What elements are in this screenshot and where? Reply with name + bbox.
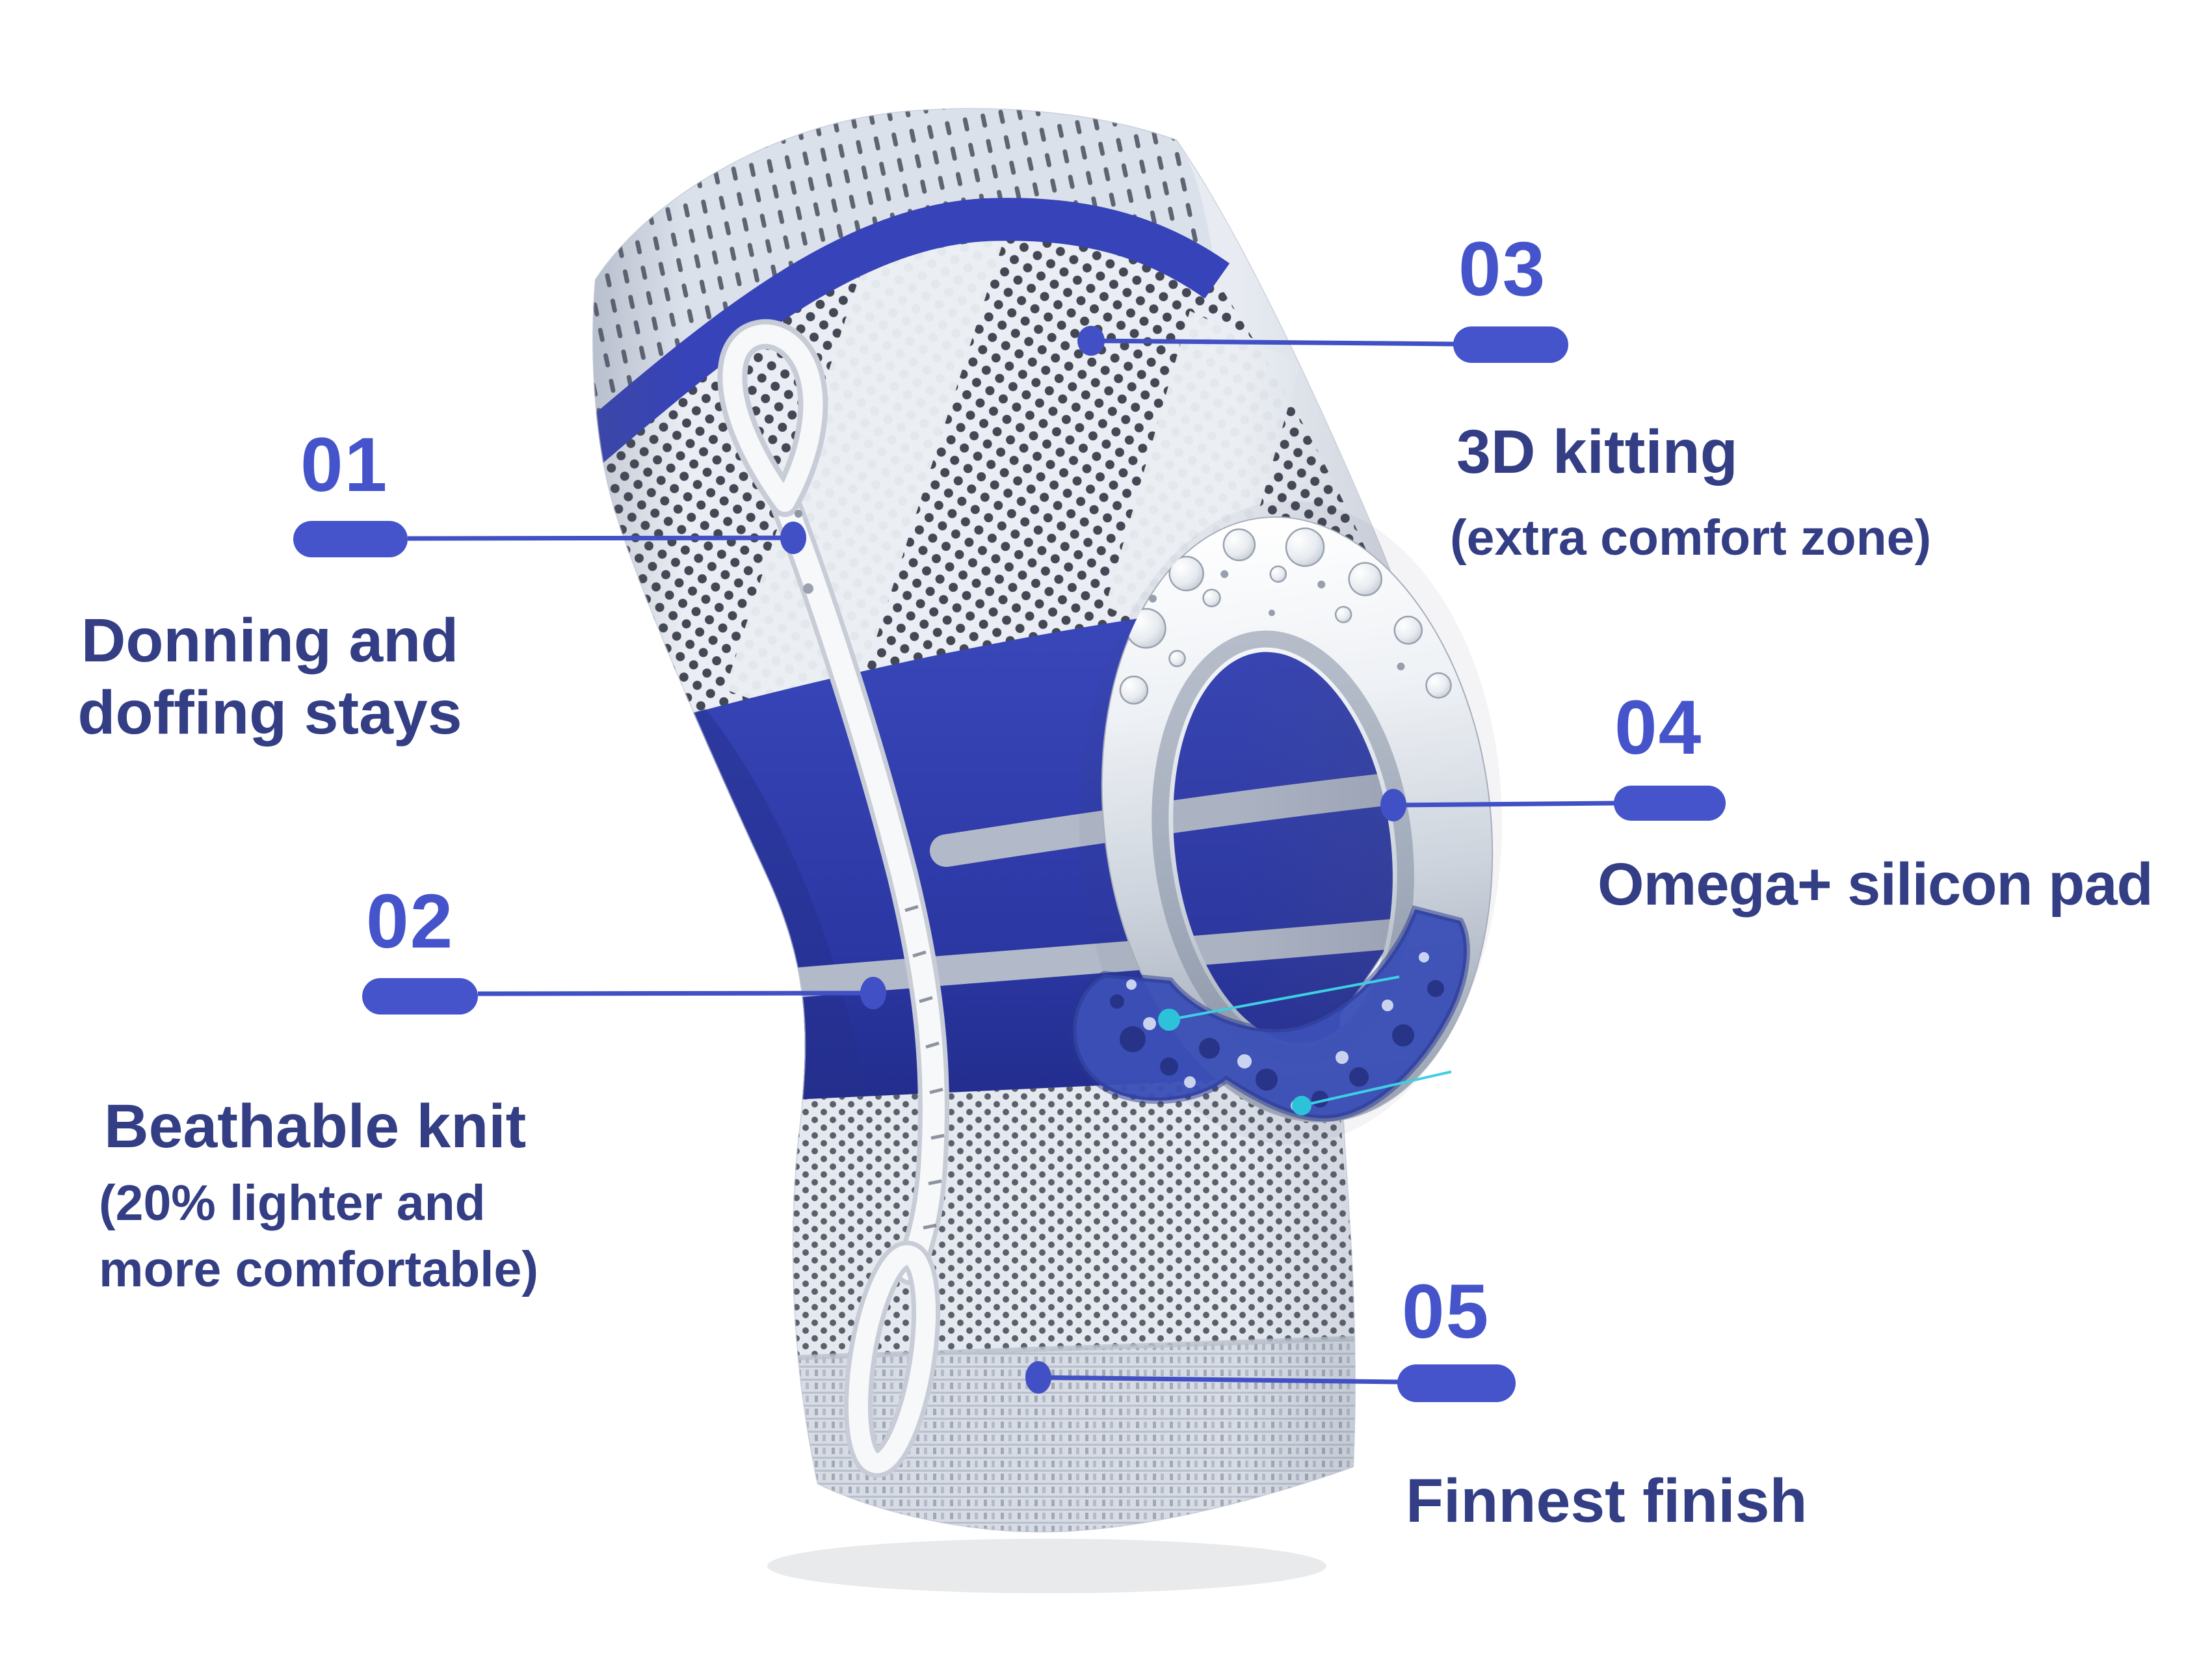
callout-05-number: 05: [1402, 1269, 1490, 1355]
teal-accents: [1158, 975, 1452, 1115]
callout-line-01: [407, 522, 806, 554]
callout-03-pill: [1453, 326, 1568, 363]
callout-dot-03: [1077, 326, 1105, 356]
omega-silicon-pad: [1070, 501, 1502, 1145]
callout-03-number: 03: [1458, 226, 1547, 312]
callout-04-number: 04: [1614, 685, 1703, 771]
callout-04-title: Omega+ silicon pad: [1598, 851, 2153, 918]
callout-01-title: Donning and doffing stays: [77, 606, 462, 748]
callout-line-02: [477, 977, 886, 1009]
callout-connectors: [407, 326, 1616, 1394]
callout-01-pill: [293, 521, 408, 557]
callout-02-number: 02: [366, 879, 454, 964]
callout-03-title: 3D kitting: [1456, 418, 1738, 486]
callout-02-subtitle: (20% lighter and more comfortable): [99, 1175, 539, 1298]
callout-dot-01: [780, 522, 806, 554]
callout-line-04: [1380, 789, 1616, 821]
callout-line-03: [1077, 326, 1455, 356]
callout-dot-02: [860, 977, 886, 1009]
water-droplets: [1119, 527, 1452, 705]
support-stay: [717, 319, 950, 1478]
callout-03-subtitle: (extra comfort zone): [1450, 510, 1932, 566]
callout-04-pill: [1614, 786, 1726, 821]
callout-01-number: 01: [300, 422, 389, 508]
callout-05-pill: [1397, 1364, 1516, 1402]
callout-02-title: Beathable knit: [104, 1092, 527, 1161]
callout-dot-05: [1025, 1361, 1051, 1394]
callout-line-05: [1025, 1361, 1401, 1394]
callout-02-pill: [362, 978, 478, 1015]
callout-05-title: Finnest finish: [1406, 1467, 1808, 1535]
callout-dot-04: [1380, 789, 1406, 821]
product-shadow: [767, 1539, 1326, 1593]
